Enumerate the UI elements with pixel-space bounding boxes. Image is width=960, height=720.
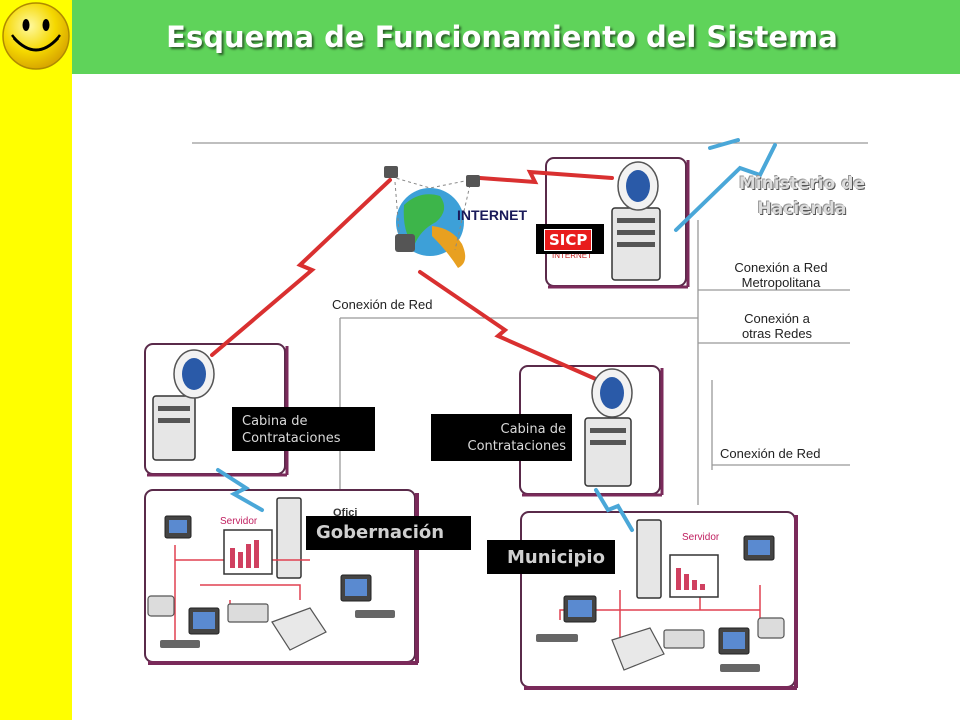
chart-display-icon — [223, 529, 719, 598]
server-drive-details — [158, 218, 655, 445]
internet-label: INTERNET — [457, 207, 527, 223]
conexion-otras-label: Conexión a otras Redes — [741, 311, 813, 341]
scanner-icon — [147, 595, 785, 649]
cabina-left-label: Cabina de Contrataciones — [232, 407, 375, 451]
printer-icon — [271, 607, 665, 671]
server-tower-icon — [152, 207, 662, 599]
sicp-label: SICP — [544, 229, 593, 251]
cabina-right-label: Cabina de Contrataciones — [431, 414, 572, 461]
municipio-label: Municipio — [487, 540, 615, 574]
left-sidebar — [0, 0, 72, 720]
conexion-metro-label: Conexión a Red Metropolitana — [734, 260, 828, 290]
network-lines — [192, 142, 868, 505]
keyboard-icon — [160, 610, 760, 672]
gobernacion-label: Gobernación — [306, 516, 471, 550]
conexion-red-right-label: Conexión de Red — [720, 446, 821, 461]
satellite-icons — [384, 166, 480, 252]
conexion-red-top-label: Conexión de Red — [332, 297, 433, 312]
blue-connectors — [216, 138, 777, 532]
internet-sublabel: INTERNET — [552, 251, 592, 260]
smiley-logo-icon — [2, 2, 70, 70]
ministerio-label: Ministerio de Hacienda — [739, 174, 865, 219]
servidor-right-label: Servidor — [682, 532, 720, 543]
internet-links — [210, 169, 614, 382]
sicp-badge: SICP — [536, 224, 604, 254]
page-title: Esquema de Funcionamiento del Sistema — [166, 20, 838, 54]
header-bar — [72, 0, 960, 74]
servidor-left-label: Servidor — [220, 516, 258, 527]
